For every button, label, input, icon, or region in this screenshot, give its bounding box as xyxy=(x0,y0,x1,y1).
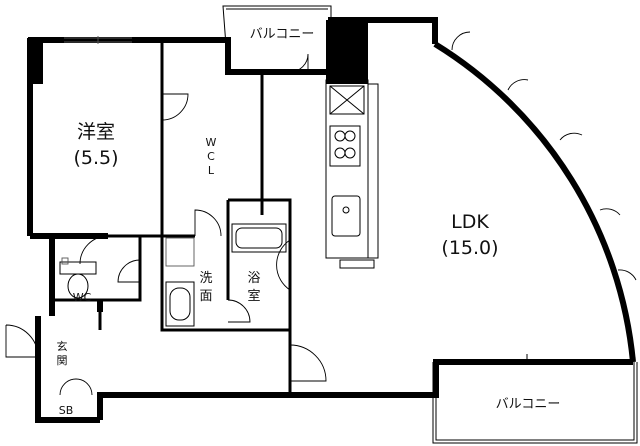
interior-walls xyxy=(50,40,292,395)
wcl-label-l: L xyxy=(208,164,215,177)
doors xyxy=(5,31,637,396)
ldk-size: (15.0) xyxy=(441,237,498,259)
north-balcony-label: バルコニー xyxy=(250,27,315,42)
south-balcony: バルコニー xyxy=(432,354,638,444)
entrance-label-2: 関 xyxy=(57,354,68,367)
washroom-label-2: 面 xyxy=(199,289,212,304)
entrance-label-1: 玄 xyxy=(57,339,68,353)
south-balcony-label: バルコニー xyxy=(496,397,561,412)
shoebox-label: SB xyxy=(59,404,74,417)
kitchen-counter xyxy=(325,79,379,269)
bathroom-label-1: 浴 xyxy=(247,271,260,286)
pillar-nw xyxy=(27,38,43,84)
north-balcony: バルコニー xyxy=(222,5,332,73)
room-labels: 洋室 (5.5) W C L LDK (15.0) 洗 面 浴 室 WC 玄 関… xyxy=(57,121,499,417)
wcl-label-w: W xyxy=(206,136,217,149)
bathroom-label-2: 室 xyxy=(247,288,260,304)
toilet-label: WC xyxy=(73,291,92,304)
fixtures xyxy=(59,223,287,327)
ldk-name: LDK xyxy=(451,211,489,233)
pillar-north xyxy=(326,20,368,84)
wcl-label-c: C xyxy=(207,150,215,163)
western-room-size: (5.5) xyxy=(73,147,118,169)
western-room-name: 洋室 xyxy=(77,121,115,143)
washroom-label-1: 洗 xyxy=(199,271,212,286)
